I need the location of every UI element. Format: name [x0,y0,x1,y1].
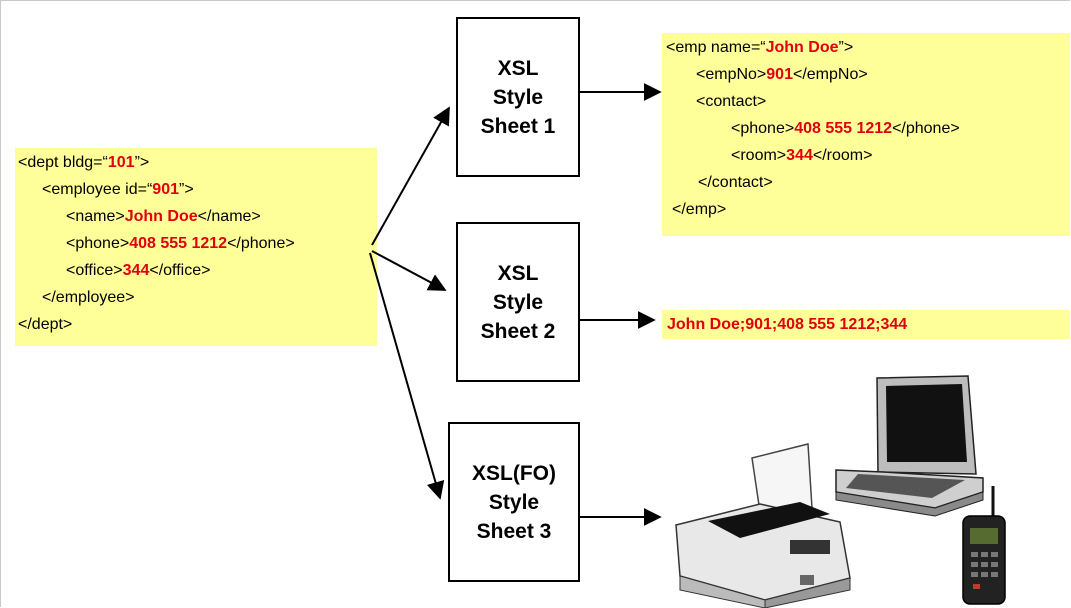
output-line-1: <empNo>901</empNo> [696,66,868,83]
stylesheet-1-line-2: Sheet 1 [480,114,556,138]
output-2-text: John Doe;901;408 555 1212;344 [662,310,1070,339]
mobile-phone-icon [962,486,1006,605]
stylesheet-3-line-0: XSL(FO) [472,461,556,485]
stylesheet-2-line-1: Style [492,290,544,314]
stylesheet-1-box: XSL Style Sheet 1 [456,17,580,177]
source-line-5: </employee> [42,289,135,306]
stylesheet-3-line-2: Sheet 3 [476,519,552,543]
source-xml-panel: <dept bldg=“101”> <employee id=“901”> <n… [15,148,377,346]
source-line-1: <employee id=“901”> [42,181,194,198]
arrow-source-to-sheet-2 [371,250,447,291]
stylesheet-1-line-0: XSL [497,56,539,80]
output-1-xml-panel: <emp name=“John Doe”> <empNo>901</empNo>… [662,33,1070,236]
output-line-4: <room>344</room> [731,147,873,164]
source-line-4: <office>344</office> [66,262,211,279]
stylesheet-2-line-2: Sheet 2 [480,319,556,343]
source-line-3: <phone>408 555 1212</phone> [66,235,295,252]
output-line-3: <phone>408 555 1212</phone> [731,120,960,137]
stylesheet-3-line-1: Style [488,490,540,514]
source-line-0: <dept bldg=“101”> [18,154,150,171]
arrow-source-to-sheet-3 [369,252,445,500]
stylesheet-2-line-0: XSL [497,261,539,285]
source-line-6: </dept> [18,316,73,333]
output-line-6: </emp> [672,201,727,218]
output-line-5: </contact> [698,174,773,191]
stylesheet-2-box: XSL Style Sheet 2 [456,222,580,382]
arrow-source-to-sheet-1 [371,106,450,246]
output-line-2: <contact> [696,93,767,110]
source-line-2: <name>John Doe</name> [66,208,261,225]
stylesheet-3-box: XSL(FO) Style Sheet 3 [448,422,580,582]
stylesheet-1-line-1: Style [492,85,544,109]
printer-icon [675,443,851,608]
laptop-icon [835,375,984,517]
output-line-0: <emp name=“John Doe”> [666,39,854,56]
